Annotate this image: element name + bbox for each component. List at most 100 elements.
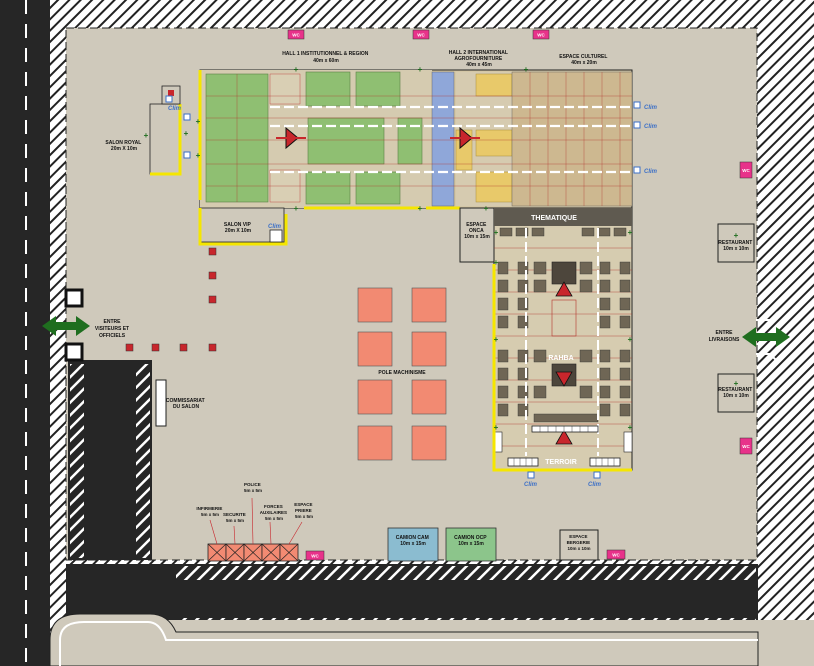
- svg-text:+: +: [196, 151, 201, 160]
- culture-area: [511, 71, 633, 207]
- forces-title: FORCES: [264, 504, 283, 509]
- gate-pillar-bottom: [64, 342, 84, 362]
- wc-label: WC: [612, 553, 620, 558]
- camion-ocp: [445, 527, 497, 562]
- securite-title: SECURITE: [223, 512, 246, 517]
- svg-text:CAMION OCP 10m x 15m: CAMION OCP 10m x 15m: [454, 535, 488, 547]
- priere-title: ESPACE: [294, 502, 312, 507]
- restaurant-bottom: [717, 373, 755, 413]
- road-bottom-hatch-top: [176, 566, 756, 580]
- svg-text:+: +: [628, 423, 633, 432]
- restaurant-bottom-title: RESTAURANT: [718, 387, 752, 393]
- svg-text:+: +: [734, 379, 739, 388]
- svg-text:SALON VIP 20m X 10m: SALON VIP 20m X 10m: [224, 222, 252, 234]
- hall2-title-2: AGROFOURNITURE: [454, 56, 502, 62]
- infirmerie-title: INFIRMERIE: [196, 506, 222, 511]
- espace-onca-title-2: ONCA: [469, 228, 484, 234]
- salon-vip: [198, 207, 288, 246]
- entrance-deliveries-label-2: LIVRAISONS: [709, 337, 740, 343]
- wc-marker: [532, 29, 550, 40]
- police-size: 5m x 5m: [244, 488, 262, 493]
- wc-label: WC: [417, 33, 425, 38]
- restaurant-top-title: RESTAURANT: [718, 240, 752, 246]
- parking-hatch-right: [136, 364, 150, 558]
- wc-marker: [305, 550, 325, 561]
- parking-hatch-left: [70, 364, 84, 558]
- hall1-size: 40m x 60m: [313, 58, 339, 64]
- service-boxes: [207, 497, 303, 562]
- hall2-title: HALL 2 INTERNATIONAL: [449, 50, 508, 56]
- svg-text:+: +: [494, 228, 499, 237]
- pole-machinisme: [357, 287, 447, 461]
- svg-text:+: +: [294, 204, 299, 213]
- main-halls-block: [199, 69, 633, 209]
- svg-text:+: +: [484, 204, 489, 213]
- thematique-hall: [493, 207, 633, 471]
- svg-text:RESTAURANT 10m x 10m: RESTAURANT 10m x 10m: [718, 387, 753, 399]
- wc-marker: [412, 29, 430, 40]
- rahba-title: RAHBA: [548, 355, 573, 362]
- police-title: POLICE: [244, 482, 261, 487]
- entrance-deliveries-label-1: ENTRE: [716, 330, 734, 336]
- camion-cam: [387, 527, 439, 562]
- espace-bergerie: [559, 529, 599, 561]
- camion-cam-size: 10m x 15m: [400, 541, 426, 547]
- commissariat-title: COMMISSARIAT: [166, 398, 205, 404]
- svg-text:+: +: [628, 335, 633, 344]
- priere-title-2: PRIERE: [295, 508, 312, 513]
- thematique-title: THEMATIQUE: [531, 215, 577, 222]
- road-curve-outline: [59, 621, 758, 666]
- camion-cam-title: CAMION CAM: [396, 535, 429, 541]
- wc-label: WC: [537, 33, 545, 38]
- salon-vip-size: 20m X 10m: [225, 228, 252, 234]
- svg-text:+: +: [494, 258, 499, 267]
- svg-text:+: +: [734, 231, 739, 240]
- forces-size: 5m x 5m: [265, 516, 283, 521]
- camion-ocp-size: 10m x 15m: [458, 541, 484, 547]
- svg-text:+: +: [184, 129, 189, 138]
- pole-machinisme-title: POLE MACHINISME: [378, 370, 426, 376]
- clim-label: Clim: [644, 169, 658, 175]
- svg-text:SECURITE 5m x 5m: SECURITE 5m x 5m: [223, 512, 247, 523]
- restaurant-bottom-size: 10m x 10m: [723, 393, 749, 399]
- svg-text:CAMION CAM 10m x 15m: CAMION CAM 10m x 15m: [396, 535, 430, 547]
- clim-label: Clim: [644, 105, 658, 111]
- terroir-title: TERROIR: [545, 459, 577, 466]
- wc-marker: [287, 29, 305, 40]
- bergerie-size: 10m x 10m: [567, 546, 590, 551]
- wc-label: WC: [292, 33, 300, 38]
- svg-text:ESPACE ONCA 10m x 15m: ESPACE ONCA 10m x 15m: [464, 222, 490, 240]
- restaurant-top: [717, 223, 755, 263]
- securite-size: 5m x 5m: [226, 518, 244, 523]
- svg-text:+: +: [494, 423, 499, 432]
- svg-text:HALL 2 INTERNATIONAL AGROF: HALL 2 INTERNATIONAL AGROFOURNITURE 40m …: [449, 50, 510, 68]
- entrance-visitors-label-3: OFFICIELS: [99, 333, 126, 339]
- clim-units-hall1: [165, 95, 191, 159]
- wc-marker: [739, 437, 753, 455]
- entrance-visitors-label-2: VISITEURS ET: [95, 326, 129, 332]
- culture-title: ESPACE CULTUREL: [559, 54, 607, 60]
- svg-text:+: +: [144, 131, 149, 140]
- forces-title-2: AUXILAIRES: [260, 510, 287, 515]
- wc-label: WC: [311, 554, 319, 559]
- terroir-entrance-marker-icon: [555, 429, 573, 445]
- camion-ocp-title: CAMION OCP: [454, 535, 487, 541]
- commissariat-title-2: DU SALON: [173, 404, 200, 410]
- thematique-yellow-outline: [492, 264, 632, 472]
- clim-units-right: [633, 101, 641, 174]
- wc-markers: WC WC WC WC WC WC WC: [287, 29, 753, 561]
- culture-size: 40m x 20m: [571, 60, 597, 66]
- svg-text:INFIRMERIE 5m x 5m: INFIRMERIE 5m x 5m: [196, 506, 223, 517]
- thematique-entrance-marker-icon: [555, 281, 573, 297]
- espace-onca-size: 10m x 15m: [464, 234, 490, 240]
- entrance-visitors-label-1: ENTRE: [104, 319, 122, 325]
- clim-label: Clim: [268, 224, 282, 230]
- clim-label: Clim: [644, 124, 658, 130]
- wc-marker: [606, 549, 626, 560]
- svg-text:+: +: [418, 65, 423, 74]
- clim-label: Clim: [524, 482, 538, 488]
- svg-text:+: +: [196, 117, 201, 126]
- bergerie-title-2: BERGERIE: [567, 540, 591, 545]
